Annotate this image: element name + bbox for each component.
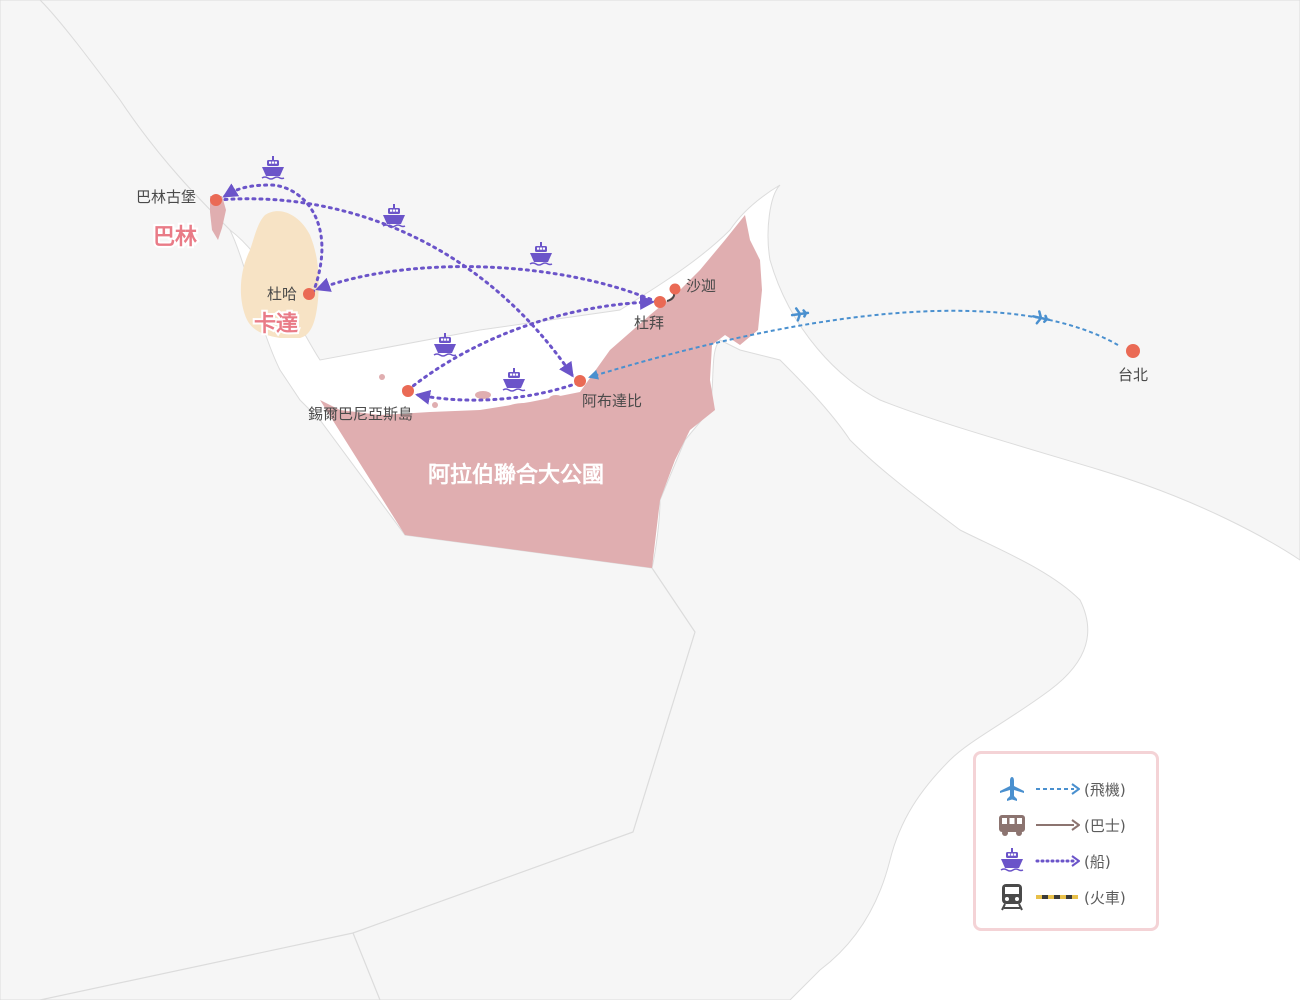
city-label-doha: 杜哈 xyxy=(267,285,297,303)
legend-line-train xyxy=(1036,895,1078,899)
city-dot-taipei xyxy=(1126,344,1140,358)
country-label-bahrain: 巴林 xyxy=(153,225,197,250)
city-dot-dubai xyxy=(654,296,666,308)
island-shape xyxy=(507,403,543,413)
bahrain-shape xyxy=(210,196,226,240)
legend-label-train: (火車) xyxy=(1084,888,1126,907)
ship-icon xyxy=(996,846,1028,876)
border-line xyxy=(39,567,696,1000)
ship-route xyxy=(415,381,580,405)
island-shape xyxy=(379,374,385,380)
legend-line-bus xyxy=(1036,819,1080,831)
city-label-dubai: 杜拜 xyxy=(634,314,664,332)
country-label-qatar: 卡達 xyxy=(254,311,298,337)
legend: (飛機) (巴士) (船) xyxy=(973,751,1159,931)
legend-row-ship: (船) xyxy=(996,846,1111,876)
uae-shape xyxy=(320,215,762,568)
legend-row-train: (火車) xyxy=(996,882,1126,912)
legend-line-ship xyxy=(1035,855,1080,867)
island-shape xyxy=(549,395,563,403)
city-label-abu-dhabi: 阿布達比 xyxy=(582,392,642,410)
city-label-taipei: 台北 xyxy=(1118,366,1148,384)
ship-route xyxy=(406,294,655,392)
city-dot-bahrain-fort xyxy=(210,194,222,206)
ship-route xyxy=(222,183,324,295)
airplane-icon xyxy=(996,774,1028,804)
land-arabia xyxy=(0,0,1089,1000)
city-label-bahrain-fort: 巴林古堡 xyxy=(136,188,196,206)
city-dot-sharjah xyxy=(669,283,681,295)
qatar-shape xyxy=(240,211,319,338)
airplane-icon xyxy=(790,307,810,322)
country-label-uae: 阿拉伯聯合大公國 xyxy=(428,462,604,488)
legend-label-plane: (飛機) xyxy=(1084,780,1126,799)
legend-label-bus: (巴士) xyxy=(1084,816,1126,835)
city-label-sir-bani-yas: 錫爾巴尼亞斯島 xyxy=(308,405,413,423)
city-dot-doha xyxy=(303,288,315,300)
legend-row-plane: (飛機) xyxy=(996,774,1126,804)
legend-label-ship: (船) xyxy=(1084,852,1111,871)
bus-icon xyxy=(996,810,1028,840)
legend-line-plane xyxy=(1036,783,1080,795)
city-dot-sir-bani-yas xyxy=(402,385,414,397)
island-shape xyxy=(432,402,438,408)
island-shape xyxy=(475,391,491,399)
city-dot-abu-dhabi xyxy=(574,375,586,387)
ship-route xyxy=(315,265,659,304)
city-label-sharjah: 沙迦 xyxy=(686,277,716,295)
flight-route xyxy=(588,309,1119,380)
legend-row-bus: (巴士) xyxy=(996,810,1126,840)
airplane-icon xyxy=(1031,310,1051,325)
train-icon xyxy=(996,882,1028,912)
ship-icon xyxy=(502,367,526,392)
border-line xyxy=(352,932,381,1000)
